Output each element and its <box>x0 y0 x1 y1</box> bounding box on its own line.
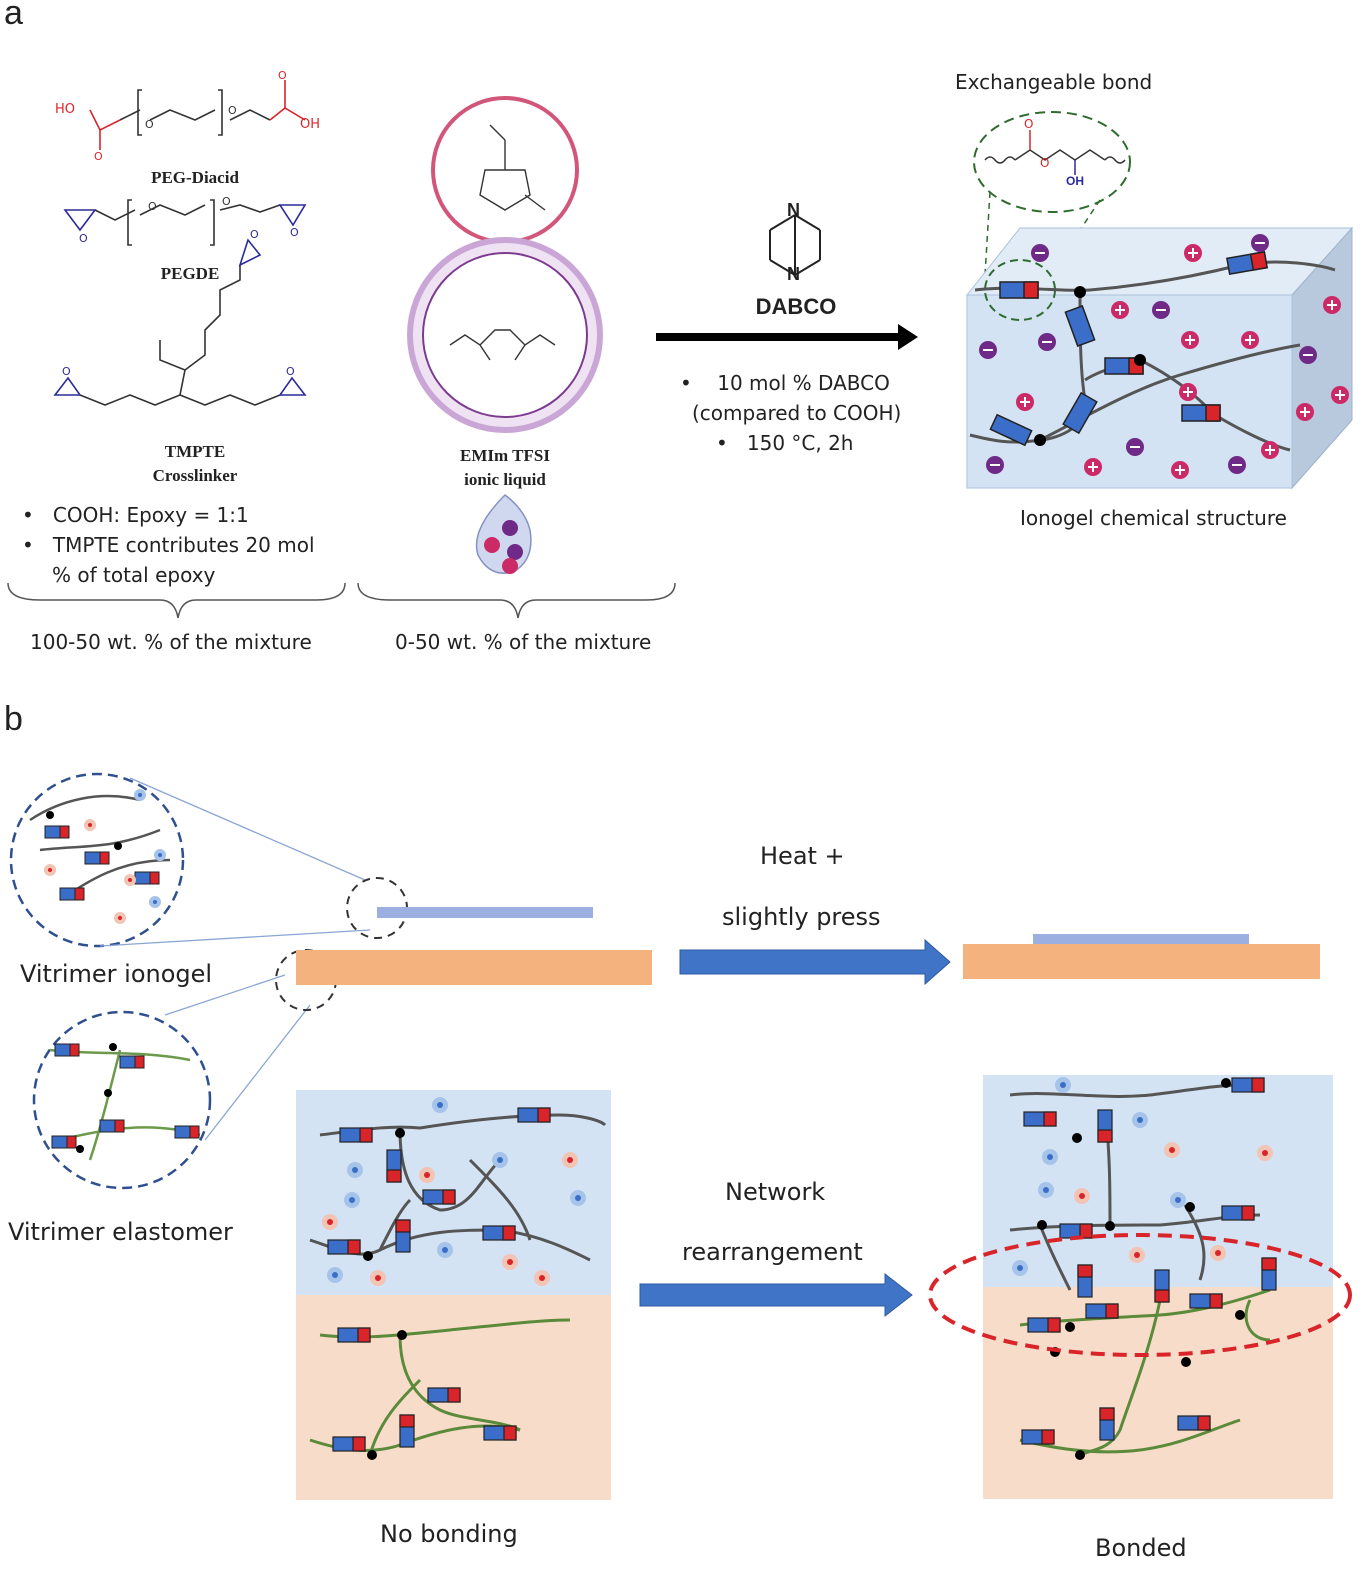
svg-text:O: O <box>145 118 154 131</box>
dabco-label: DABCO <box>755 294 837 319</box>
condition-3: • 150 °C, 2h <box>716 431 854 455</box>
exchangeable-bond-ellipse <box>973 111 1131 213</box>
dabco-n-bottom: N <box>787 264 800 284</box>
rearrangement-label: rearrangement <box>682 1238 863 1266</box>
exchangeable-bond-label: Exchangeable bond <box>955 70 1153 94</box>
oh-right-text: OH <box>300 117 320 132</box>
bond-oh-label: OH <box>1066 174 1084 188</box>
mixture-left-label: 100-50 wt. % of the mixture <box>30 630 312 654</box>
ho-left-text: HO <box>55 102 75 117</box>
elastomer-zoom-circle <box>32 1010 212 1190</box>
note-item-2-cont: % of total epoxy <box>52 563 216 587</box>
heat-label: Heat + <box>760 842 845 870</box>
svg-text:O: O <box>278 69 287 82</box>
network-arrow <box>639 1272 913 1318</box>
exchangeable-bonds-a <box>989 250 1268 447</box>
vitrimer-ionogel-label: Vitrimer ionogel <box>20 960 213 988</box>
ions-a <box>979 234 1349 479</box>
condition-1: • 10 mol % DABCO <box>680 371 890 395</box>
press-label: slightly press <box>722 903 881 931</box>
right-brace <box>357 582 676 619</box>
dabco-structure <box>769 214 821 276</box>
bonded-elastomer-strip <box>963 944 1320 979</box>
bonding-interface-ellipse <box>928 1233 1352 1357</box>
svg-text:O: O <box>1024 117 1033 131</box>
condition-2: (compared to COOH) <box>692 401 902 425</box>
no-bonding-label: No bonding <box>380 1520 518 1548</box>
crosslink-points-a <box>1034 286 1146 446</box>
anion-circle <box>422 252 588 418</box>
note-item-2: • TMPTE contributes 20 mol <box>22 533 315 557</box>
bonded-ionogel-strip <box>1033 934 1249 945</box>
svg-text:O: O <box>250 228 259 241</box>
ionogel-strip <box>377 907 593 918</box>
notes-left: • COOH: Epoxy = 1:1 • TMPTE contributes … <box>22 500 315 590</box>
svg-text:O: O <box>148 200 157 213</box>
reaction-arrow-head <box>898 324 918 350</box>
svg-text:O: O <box>1040 156 1049 170</box>
bonded-label: Bonded <box>1095 1534 1187 1562</box>
emim-structure <box>479 124 546 211</box>
peg-diacid-label: PEG-Diacid <box>151 168 239 187</box>
ionic-liquid-name: EMIm TFSI <box>460 446 550 465</box>
pegde-label: PEGDE <box>160 264 220 283</box>
svg-text:O: O <box>79 232 88 245</box>
ionic-liquid-label: ionic liquid <box>464 470 546 489</box>
panel-label-a: a <box>4 0 23 32</box>
svg-text:O: O <box>286 365 295 378</box>
svg-text:O: O <box>94 150 103 163</box>
chemical-structures-svg: HO OH O O O O O O O O O O O <box>7 69 1354 619</box>
ionogel-block-front <box>966 294 1293 489</box>
svg-text:O: O <box>62 365 71 378</box>
peg-diacid-structure <box>89 80 306 150</box>
elastomer-strip <box>296 950 652 985</box>
tmpte-label: TMPTE <box>164 442 226 461</box>
heat-arrow <box>679 938 951 986</box>
svg-text:O: O <box>228 104 237 117</box>
mixture-right-label: 0-50 wt. % of the mixture <box>395 630 652 654</box>
left-brace <box>7 582 346 619</box>
ionogel-structure-label: Ionogel chemical structure <box>1020 506 1287 530</box>
tmpte-structure <box>53 238 307 406</box>
bonded-ionogel-block <box>983 1075 1333 1287</box>
pegde-structure <box>63 199 307 246</box>
network-label: Network <box>725 1178 826 1206</box>
svg-text:O: O <box>290 226 299 239</box>
tfsi-structure <box>449 329 556 361</box>
note-item-1: • COOH: Epoxy = 1:1 <box>22 503 249 527</box>
dabco-n-top: N <box>787 200 800 220</box>
panel-label-b: b <box>4 700 23 738</box>
vitrimer-elastomer-label: Vitrimer elastomer <box>8 1218 233 1246</box>
svg-text:O: O <box>222 195 231 208</box>
reaction-conditions: • 10 mol % DABCO (compared to COOH) • 15… <box>680 368 920 458</box>
tmpte-crosslinker-label: Crosslinker <box>152 466 238 485</box>
